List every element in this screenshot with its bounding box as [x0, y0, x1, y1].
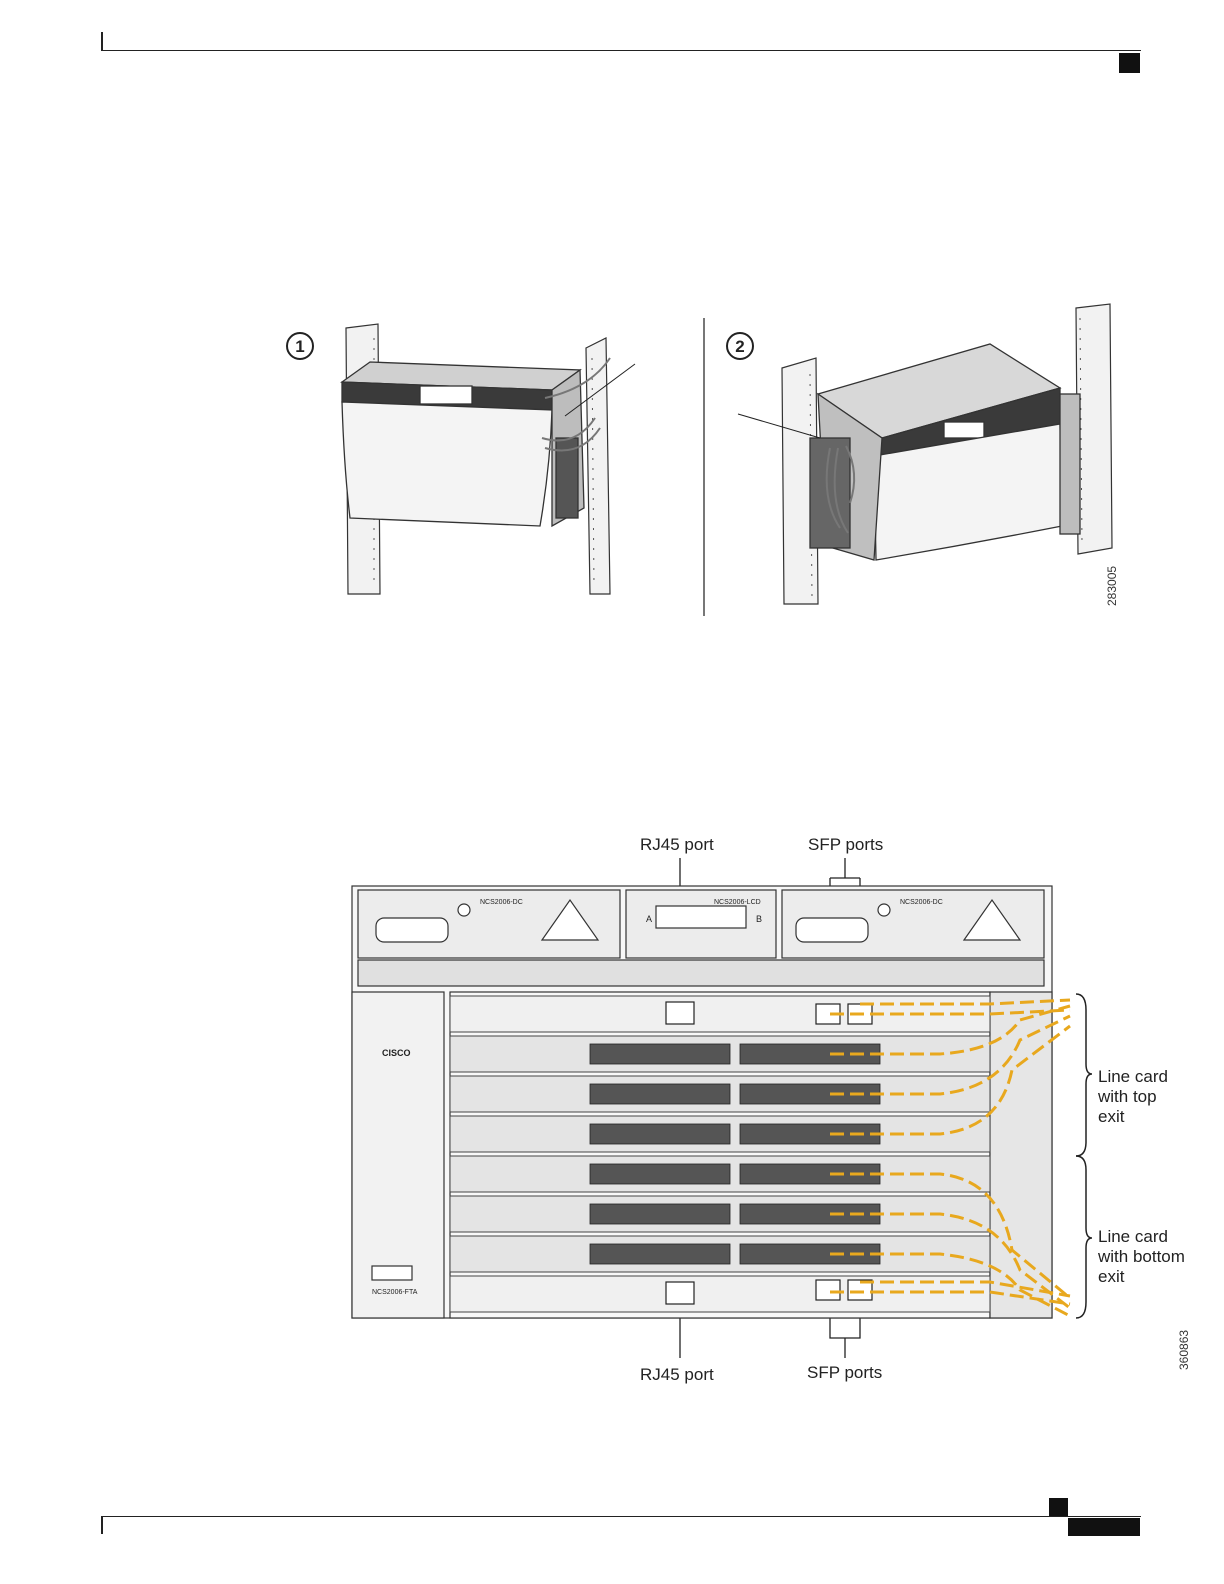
figure-id-283005: 283005: [1105, 566, 1119, 606]
lcd-b-text: B: [756, 914, 762, 924]
chassis-step-2: [810, 344, 1080, 560]
step-1-label: 1: [295, 337, 304, 356]
sfp-ports-label-top: SFP ports: [808, 835, 883, 854]
svg-text:with bottom: with bottom: [1097, 1247, 1185, 1266]
step-2-label: 2: [735, 337, 744, 356]
svg-text:exit: exit: [1098, 1107, 1125, 1126]
fan-tray-text: NCS2006-FTA: [372, 1289, 418, 1296]
header-rule: [101, 50, 1141, 51]
header-marker: [1119, 53, 1140, 73]
line-card-braces: [1076, 994, 1092, 1318]
svg-text:Line card: Line card: [1098, 1067, 1168, 1086]
line-card-bottom-exit-label: Line card with bottom exit: [1097, 1227, 1185, 1286]
svg-text:with top: with top: [1097, 1087, 1157, 1106]
sfp-ports-label-bottom: SFP ports: [807, 1363, 882, 1382]
rack-mount-figure: 1 2: [270, 298, 1130, 620]
psu-left-text: NCS2006-DC: [480, 899, 523, 906]
step-2-callout: 2: [727, 333, 753, 359]
header-rule-tick: [101, 32, 103, 50]
step-1-callout: 1: [287, 333, 313, 359]
rj45-port-bottom: [666, 1282, 694, 1304]
rj45-port-label-bottom: RJ45 port: [640, 1365, 714, 1384]
svg-text:exit: exit: [1098, 1267, 1125, 1286]
psu-right-text: NCS2006-DC: [900, 899, 943, 906]
footer-rule: [101, 1516, 1141, 1517]
chassis-fiber-routing-figure: RJ45 port SFP ports RJ45 port SFP ports …: [300, 830, 1200, 1390]
figure-id-360863: 360863: [1177, 1330, 1191, 1370]
brand-text: CISCO: [382, 1048, 411, 1058]
svg-text:Line card: Line card: [1098, 1227, 1168, 1246]
footer-marker: [1049, 1498, 1068, 1516]
lcd-text: NCS2006-LCD: [714, 899, 761, 906]
footer-rule-tick: [101, 1516, 103, 1534]
line-card-top-exit-label: Line card with top exit: [1097, 1067, 1168, 1126]
rj45-port-label-top: RJ45 port: [640, 835, 714, 854]
sfp-port-bottom-1: [816, 1280, 840, 1300]
footer-page-tab: [1068, 1518, 1140, 1536]
rj45-port-top: [666, 1002, 694, 1024]
chassis-step-1: [342, 362, 584, 526]
lcd-a-text: A: [646, 914, 652, 924]
